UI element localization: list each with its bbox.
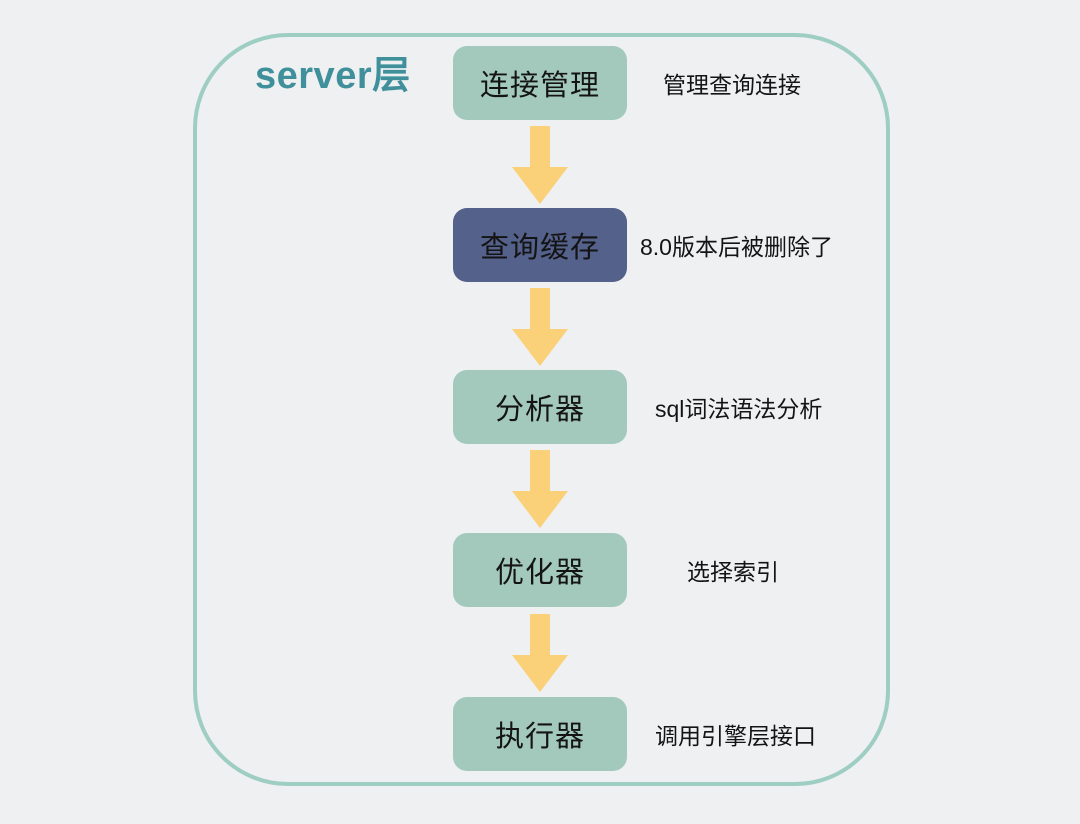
step-box-executor: 执行器 (453, 697, 627, 771)
step-label: 执行器 (494, 721, 585, 753)
arrow-head (512, 329, 568, 366)
arrow-head (512, 167, 568, 204)
arrow-stem (530, 288, 550, 330)
arrow-head (512, 491, 568, 528)
down-arrow-4 (512, 614, 568, 692)
step-label: 连接管理 (479, 70, 600, 102)
step-note-connection-management: 管理查询连接 (663, 72, 801, 98)
server-layer-title: server层 (255, 55, 411, 97)
server-layer-container (193, 33, 890, 786)
down-arrow-1 (512, 126, 568, 204)
step-note-optimizer: 选择索引 (687, 559, 779, 585)
step-box-optimizer: 优化器 (453, 533, 627, 607)
step-label: 查询缓存 (479, 232, 600, 264)
step-label: 分析器 (494, 394, 585, 426)
down-arrow-3 (512, 450, 568, 528)
step-box-analyzer: 分析器 (453, 370, 627, 444)
arrow-stem (530, 126, 550, 168)
step-note-query-cache: 8.0版本后被删除了 (640, 234, 833, 260)
step-note-analyzer: sql词法语法分析 (655, 396, 823, 422)
arrow-head (512, 655, 568, 692)
step-label: 优化器 (494, 557, 585, 589)
step-note-executor: 调用引擎层接口 (655, 723, 816, 749)
down-arrow-2 (512, 288, 568, 366)
arrow-stem (530, 450, 550, 492)
step-box-connection-management: 连接管理 (453, 46, 627, 120)
step-box-query-cache: 查询缓存 (453, 208, 627, 282)
arrow-stem (530, 614, 550, 656)
